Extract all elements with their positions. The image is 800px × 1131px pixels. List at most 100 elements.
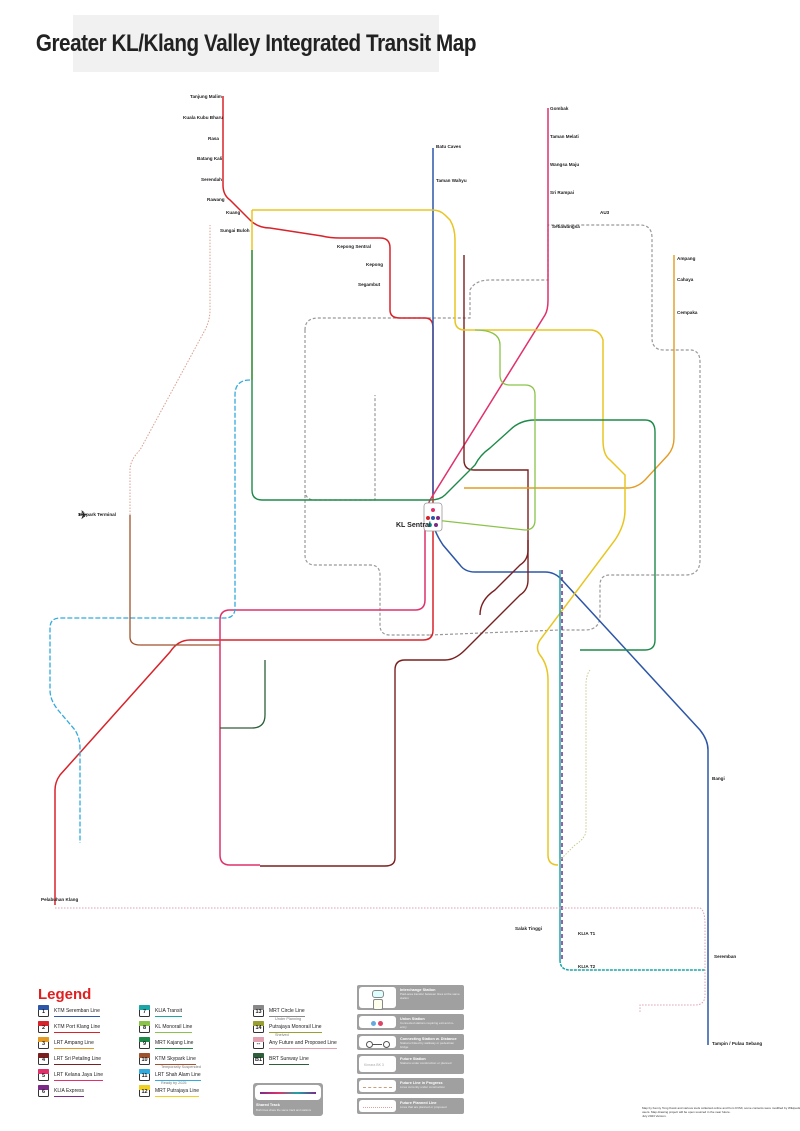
lrt-shah-alam-line: [49, 379, 251, 843]
svg-text:Sri Rampai: Sri Rampai: [550, 190, 574, 195]
symbol-title: Future Line in Progress: [400, 1081, 443, 1085]
symbol-sample: [359, 987, 396, 1010]
svg-text:Cahaya: Cahaya: [677, 277, 694, 282]
legend-line-item: 10 KTM Skypark Line: [139, 1053, 196, 1065]
line-number-badge: 13: [253, 1005, 264, 1017]
putrajaya-monorail-line: [559, 669, 591, 861]
svg-text:Tampin / Pulau Sebang: Tampin / Pulau Sebang: [712, 1041, 762, 1046]
line-number-badge: 4: [38, 1053, 49, 1065]
symbol-desc: Stations under construction or planned: [400, 1061, 452, 1065]
footer-note: Map by Kenny Tong Kwok and various tools…: [642, 1106, 800, 1118]
line-name: Any Future and Proposed Line: [269, 1040, 337, 1049]
svg-text:Gombak: Gombak: [550, 106, 569, 111]
symbol-sample: [359, 1016, 396, 1028]
legend-line-item: 14 Putrajaya Monorail Line: [253, 1021, 322, 1033]
svg-text:Batang Kali: Batang Kali: [197, 156, 222, 161]
line-name: Putrajaya Monorail Line: [269, 1024, 322, 1033]
symbol-desc: Paid-area transfer between lines at the …: [400, 992, 460, 1000]
line-name: BRT Sunway Line: [269, 1056, 309, 1065]
line-name: LRT Ampang Line: [54, 1040, 94, 1049]
footer-text: Map by Kenny Tong Kwok and various tools…: [642, 1106, 800, 1114]
symbol-title: Future Planned Line: [400, 1101, 437, 1105]
svg-text:Ampang: Ampang: [677, 256, 696, 261]
symbol-sample: Kinrara BK 3: [359, 1056, 396, 1072]
line-name: KLIA Express: [54, 1088, 85, 1097]
svg-text:Skypark Terminal: Skypark Terminal: [78, 512, 116, 517]
symbol-title: Union Station: [400, 1017, 425, 1021]
line-number-badge: 10: [139, 1053, 150, 1065]
kl-sentral-hub[interactable]: [423, 502, 443, 532]
legend-line-item: 6 KLIA Express: [38, 1085, 85, 1097]
line-status: Temporarily Suspended: [161, 1065, 201, 1069]
symbol-desc: Connected stations requiring exit and re…: [400, 1021, 455, 1029]
svg-text:KLIA T2: KLIA T2: [578, 964, 596, 969]
shared-track-desc: Both lines share the same track and stat…: [256, 1108, 312, 1112]
ktm-skypark-line: [129, 515, 220, 646]
skypark-future-link: [129, 225, 211, 515]
line-status: Shelved: [275, 1033, 289, 1037]
svg-text:Rawang: Rawang: [207, 197, 225, 202]
line-number-badge: 14: [253, 1021, 264, 1033]
line-name: KLIA Transit: [155, 1008, 182, 1017]
symbol-title: Future Station: [400, 1057, 426, 1061]
legend-line-item: 7 KLIA Transit: [139, 1005, 182, 1017]
footer-date: July 2023 Version.: [642, 1113, 667, 1118]
shared-track-legend: Shared Track Both lines share the same t…: [253, 1083, 323, 1116]
svg-text:Sungai Buloh: Sungai Buloh: [220, 228, 250, 233]
line-number-badge: 11: [139, 1069, 150, 1081]
line-number-badge: 1: [38, 1005, 49, 1017]
future-lines: [55, 907, 706, 1012]
ktm-port-klang-line: [54, 96, 434, 905]
line-name: LRT Sri Petaling Line: [54, 1056, 102, 1065]
legend-line-item: 13 MRT Circle Line: [253, 1005, 305, 1017]
line-name: KTM Skypark Line: [155, 1056, 196, 1065]
lrt-kelana-jaya-line: [219, 108, 549, 866]
au3-label: AU3: [600, 210, 610, 215]
svg-text:Pelabuhan Klang: Pelabuhan Klang: [41, 897, 78, 902]
station-labels: Tanjung Malim Kuala Kubu Bharu Rasa Bata…: [41, 94, 762, 1046]
line-name: MRT Putrajaya Line: [155, 1088, 200, 1097]
line-number-badge: 5: [38, 1069, 49, 1081]
svg-text:Kuala Kubu Bharu: Kuala Kubu Bharu: [183, 115, 223, 120]
line-number-badge: 6: [38, 1085, 49, 1097]
line-status: Ready by 2025: [161, 1081, 187, 1085]
symbol-desc: Lines that are planned or proposed: [400, 1105, 447, 1109]
line-number-badge: 7: [139, 1005, 150, 1017]
symbol-sample: [359, 1036, 396, 1048]
line-number-badge: 9: [139, 1037, 150, 1049]
svg-text:Kepong: Kepong: [366, 262, 383, 267]
svg-text:Kuang: Kuang: [226, 210, 240, 215]
line-name: KTM Seremban Line: [54, 1008, 100, 1017]
symbol-title: Interchange Station: [400, 988, 436, 992]
line-status: Under Planning: [275, 1017, 302, 1021]
line-number-badge: 2: [38, 1021, 49, 1033]
symbol-desc: Lines currently under construction: [400, 1085, 446, 1089]
shared-track-title: Shared Track: [256, 1103, 280, 1107]
lrt-ampang-line: [464, 255, 675, 489]
line-number-badge: 8: [139, 1021, 150, 1033]
svg-text:Seremban: Seremban: [714, 954, 736, 959]
svg-text:Salak Tinggi: Salak Tinggi: [515, 926, 542, 931]
svg-text:Rasa: Rasa: [208, 136, 219, 141]
title-banner: Greater KL/Klang Valley Integrated Trans…: [36, 15, 477, 72]
symbol-sample: [359, 1080, 396, 1092]
svg-text:Setiawangsa: Setiawangsa: [552, 224, 580, 229]
airport-icon: ✈: [78, 508, 88, 522]
line-name: MRT Kajang Line: [155, 1040, 194, 1049]
legend-line-item: 12 MRT Putrajaya Line: [139, 1085, 200, 1097]
line-number-badge: 12: [139, 1085, 150, 1097]
ktm-seremban-line: [432, 148, 709, 1045]
svg-text:Taman Melati: Taman Melati: [550, 134, 579, 139]
symbol-sample: [359, 1100, 396, 1112]
lrt-sri-petaling-line: [260, 255, 529, 867]
line-name: MRT Circle Line: [269, 1008, 305, 1017]
